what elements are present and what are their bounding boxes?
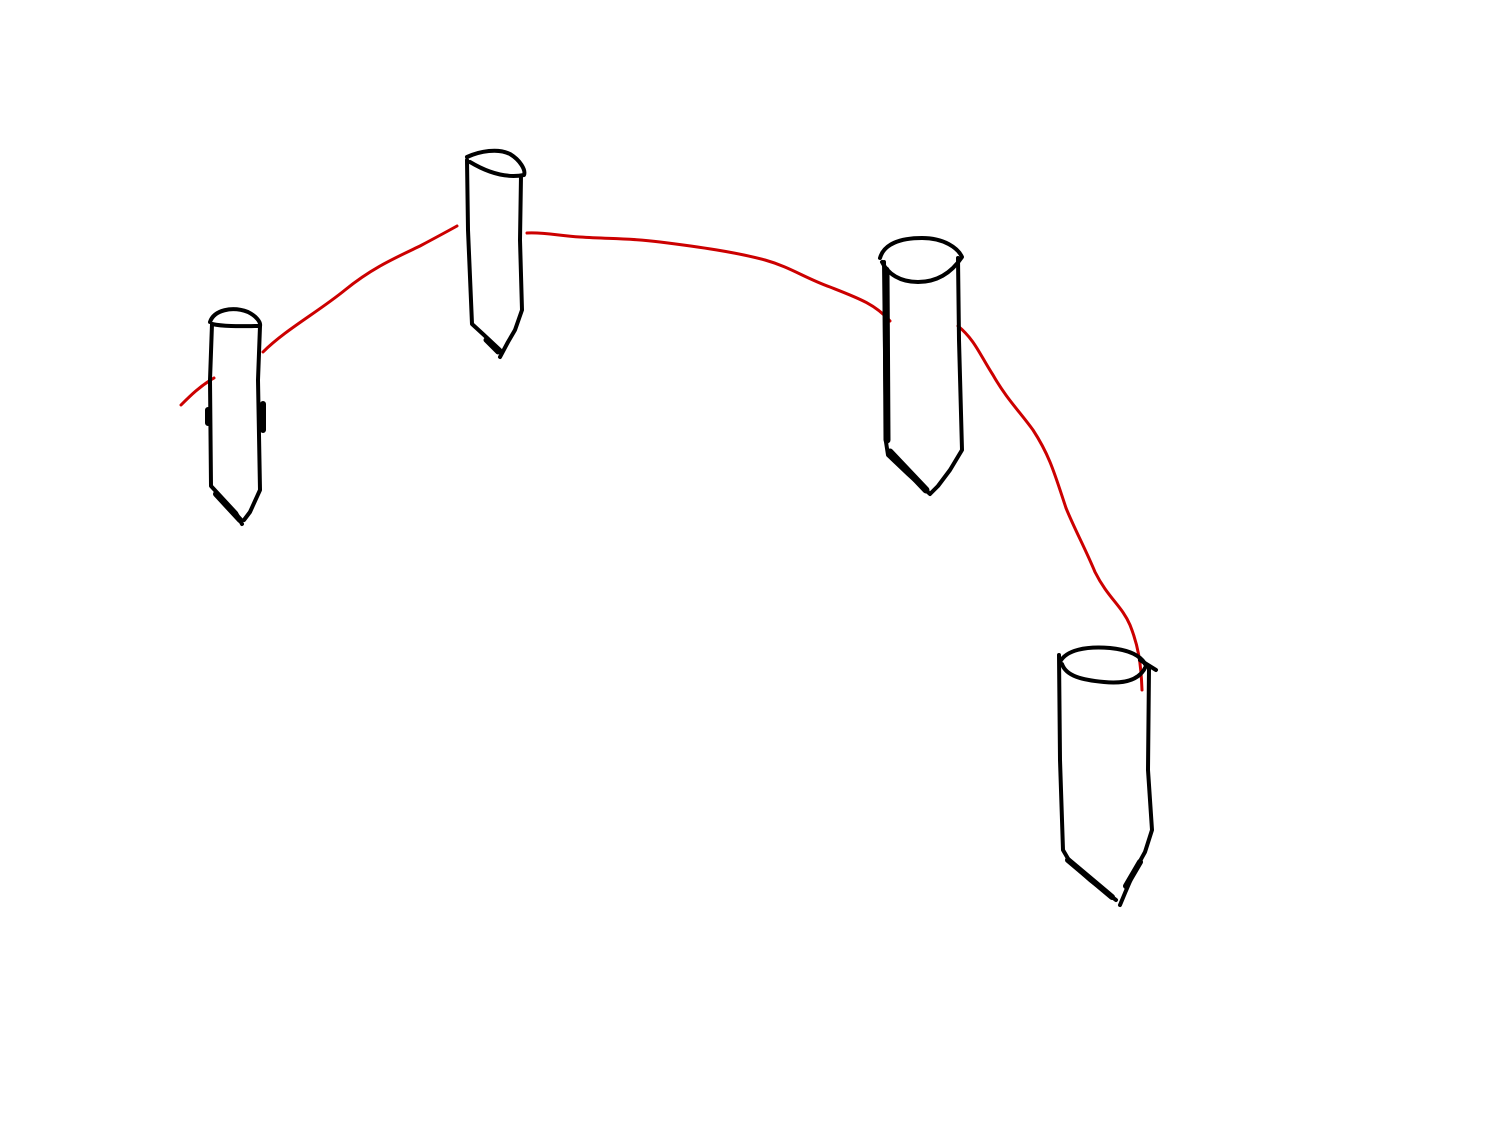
stake-2-cap-icon (465, 148, 527, 178)
stake-3 (878, 236, 964, 496)
stake-4-shade (1065, 857, 1143, 900)
stake-3-cap-icon (878, 236, 964, 284)
stake-1 (205, 307, 266, 526)
stake-4 (1057, 645, 1158, 907)
wire-segment-2 (525, 231, 892, 323)
wire-segment-1 (261, 224, 459, 354)
stake-2 (465, 148, 527, 359)
stake-3-shade (882, 266, 930, 494)
stake-2-shade (483, 337, 501, 355)
stake-1-cap-icon (208, 307, 263, 329)
stake-1-shade (205, 401, 266, 523)
wire-segment-3 (956, 324, 1144, 692)
wire (179, 224, 1144, 692)
